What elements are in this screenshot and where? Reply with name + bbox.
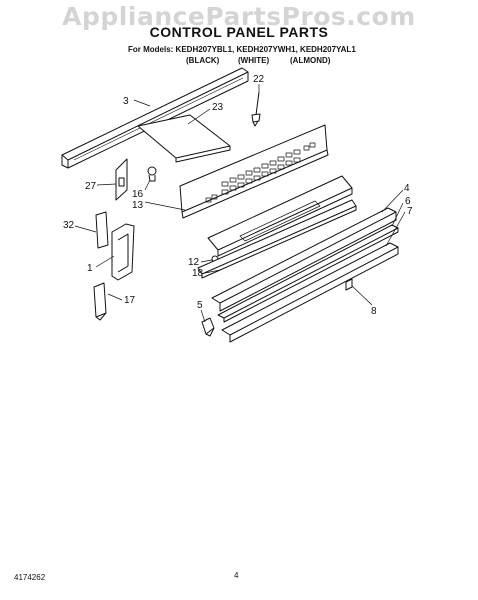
callout-7: 7 (407, 206, 413, 217)
part-end-trim (93, 282, 107, 321)
part-end-panel (111, 223, 135, 281)
part-insulation (137, 114, 231, 163)
document-number: 4174262 (14, 573, 46, 582)
part-end-clip (345, 278, 353, 291)
part-bracket (115, 158, 128, 201)
callout-22: 22 (253, 74, 265, 85)
callout-8: 8 (371, 306, 377, 317)
color-label-almond: (ALMOND) (290, 56, 331, 65)
model-list: For Models: KEDH207YBL1, KEDH207YWH1, KE… (128, 45, 356, 54)
callout-labels: 22 3 23 27 16 13 32 12 18 1 17 4 6 7 8 5 (63, 74, 413, 317)
callout-27: 27 (85, 181, 97, 192)
part-side-bracket (95, 211, 109, 249)
callout-23: 23 (212, 102, 224, 113)
part-trim-middle (217, 224, 399, 323)
callout-17: 17 (124, 295, 136, 306)
part-trim-front (211, 207, 397, 312)
part-display-housing (207, 175, 353, 263)
color-label-white: (WHITE) (238, 56, 270, 65)
callout-32: 32 (63, 220, 75, 231)
part-end-cap (201, 317, 215, 337)
page-title: CONTROL PANEL PARTS (149, 24, 329, 40)
callout-13: 13 (132, 200, 144, 211)
callout-4: 4 (404, 183, 410, 194)
part-panel-backing (197, 199, 357, 279)
watermark: AppliancePartsPros.com (62, 2, 416, 31)
callout-6: 6 (405, 196, 411, 207)
callout-12: 12 (188, 257, 200, 268)
part-clip (147, 166, 157, 182)
callout-16: 16 (132, 189, 144, 200)
callout-18: 18 (192, 268, 204, 279)
page-number: 4 (234, 571, 239, 580)
color-label-black: (BLACK) (186, 56, 220, 65)
part-control-panel (179, 124, 329, 219)
part-screw (251, 91, 261, 127)
callout-5: 5 (197, 300, 203, 311)
part-trim-strip (61, 67, 249, 169)
part-trim-bottom (221, 242, 399, 343)
callout-1: 1 (87, 263, 93, 274)
callout-3: 3 (123, 96, 129, 107)
